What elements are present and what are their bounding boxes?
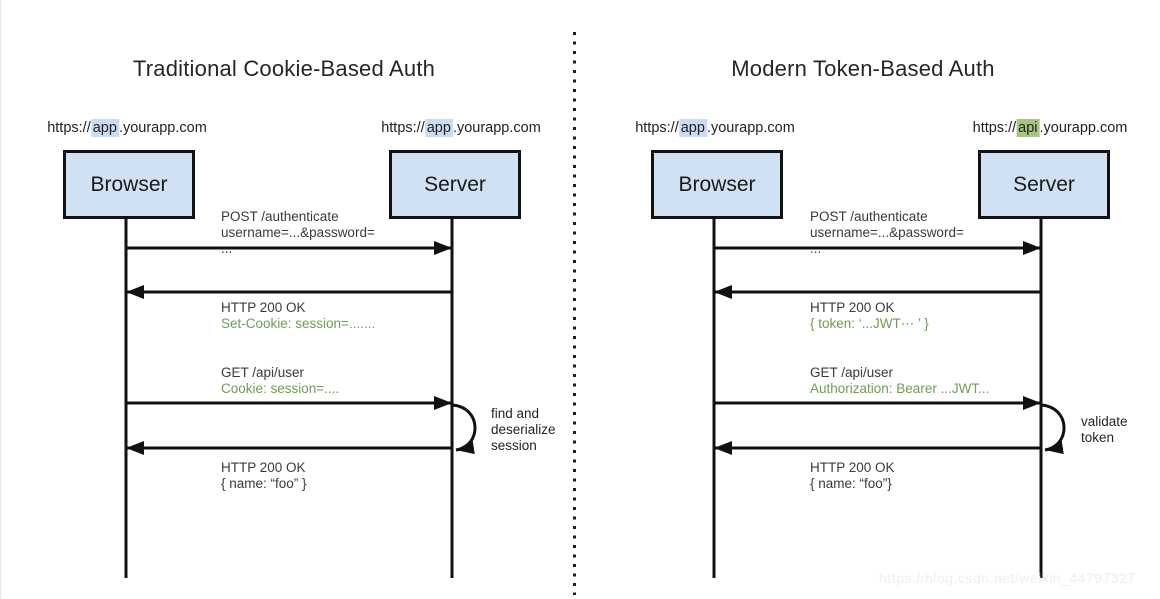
msg-line: HTTP 200 OK xyxy=(810,300,895,315)
url-suffix: .yourapp.com xyxy=(706,120,795,136)
left-server-note: find and deserialize session xyxy=(491,406,556,453)
msg-line: username=...&password= xyxy=(221,225,375,240)
msg-line: GET /api/user xyxy=(221,365,305,380)
url-suffix: .yourapp.com xyxy=(118,120,207,136)
msg-line: POST /authenticate xyxy=(810,209,928,224)
msg-line: { name: “foo” } xyxy=(221,476,307,491)
right-msg-api-response: HTTP 200 OK { name: “foo”} xyxy=(810,460,895,492)
browser-label: Browser xyxy=(90,172,168,196)
right-panel-wires xyxy=(712,213,1066,578)
msg-line: HTTP 200 OK xyxy=(221,300,306,315)
left-msg-authenticate-request: POST /authenticate username=...&password… xyxy=(221,209,375,257)
msg-line: HTTP 200 OK xyxy=(810,460,895,475)
msg-line: POST /authenticate xyxy=(221,209,339,224)
msg-line: ... xyxy=(810,241,822,256)
url-highlight-app: app xyxy=(90,119,119,137)
left-msg-api-response: HTTP 200 OK { name: “foo” } xyxy=(221,460,307,492)
right-server-url: https://api.yourapp.com xyxy=(972,119,1128,137)
dotted-divider xyxy=(573,32,576,595)
url-prefix: https:// xyxy=(635,120,679,136)
browser-label: Browser xyxy=(678,172,756,196)
left-browser-url: https://app.yourapp.com xyxy=(47,119,207,137)
url-highlight-app: app xyxy=(424,119,453,137)
left-server-box: Server xyxy=(389,150,521,219)
url-prefix: https:// xyxy=(381,120,425,136)
self-loop-arrow xyxy=(451,403,477,455)
msg-line-token: { token: ‘...JWT⋯ ’ } xyxy=(810,316,929,331)
right-server-note: validate token xyxy=(1081,414,1128,445)
left-msg-api-request: GET /api/user Cookie: session=.... xyxy=(221,365,339,397)
left-panel-wires xyxy=(124,213,477,578)
left-browser-box: Browser xyxy=(63,150,195,219)
url-suffix: .yourapp.com xyxy=(452,120,541,136)
msg-line: ... xyxy=(221,241,233,256)
msg-line: { name: “foo”} xyxy=(810,476,892,491)
left-msg-authenticate-response: HTTP 200 OK Set-Cookie: session=....... xyxy=(221,300,375,332)
url-prefix: https:// xyxy=(47,120,91,136)
right-browser-box: Browser xyxy=(651,150,783,219)
self-loop-arrow xyxy=(1040,403,1066,455)
msg-line: username=...&password= xyxy=(810,225,964,240)
url-suffix: .yourapp.com xyxy=(1039,120,1128,136)
right-msg-authenticate-request: POST /authenticate username=...&password… xyxy=(810,209,964,257)
url-highlight-app: app xyxy=(678,119,707,137)
msg-line-set-cookie: Set-Cookie: session=....... xyxy=(221,316,376,331)
server-label: Server xyxy=(1013,172,1075,196)
url-highlight-api: api xyxy=(1016,119,1040,137)
right-msg-authenticate-response: HTTP 200 OK { token: ‘...JWT⋯ ’ } xyxy=(810,300,929,332)
url-prefix: https:// xyxy=(972,120,1017,136)
right-msg-api-request: GET /api/user Authorization: Bearer ...J… xyxy=(810,365,989,397)
server-label: Server xyxy=(424,172,486,196)
msg-line-authorization: Authorization: Bearer ...JWT... xyxy=(810,381,990,396)
left-server-url: https://app.yourapp.com xyxy=(381,119,541,137)
msg-line-cookie: Cookie: session=.... xyxy=(221,381,340,396)
right-server-box: Server xyxy=(978,150,1110,219)
msg-line: HTTP 200 OK xyxy=(221,460,306,475)
right-browser-url: https://app.yourapp.com xyxy=(635,119,795,137)
msg-line: GET /api/user xyxy=(810,365,894,380)
right-panel-title: Modern Token-Based Auth xyxy=(731,56,995,81)
left-panel-title: Traditional Cookie-Based Auth xyxy=(132,56,436,81)
watermark-text: https://blog.csdn.net/weixin_44797327 xyxy=(879,570,1136,586)
